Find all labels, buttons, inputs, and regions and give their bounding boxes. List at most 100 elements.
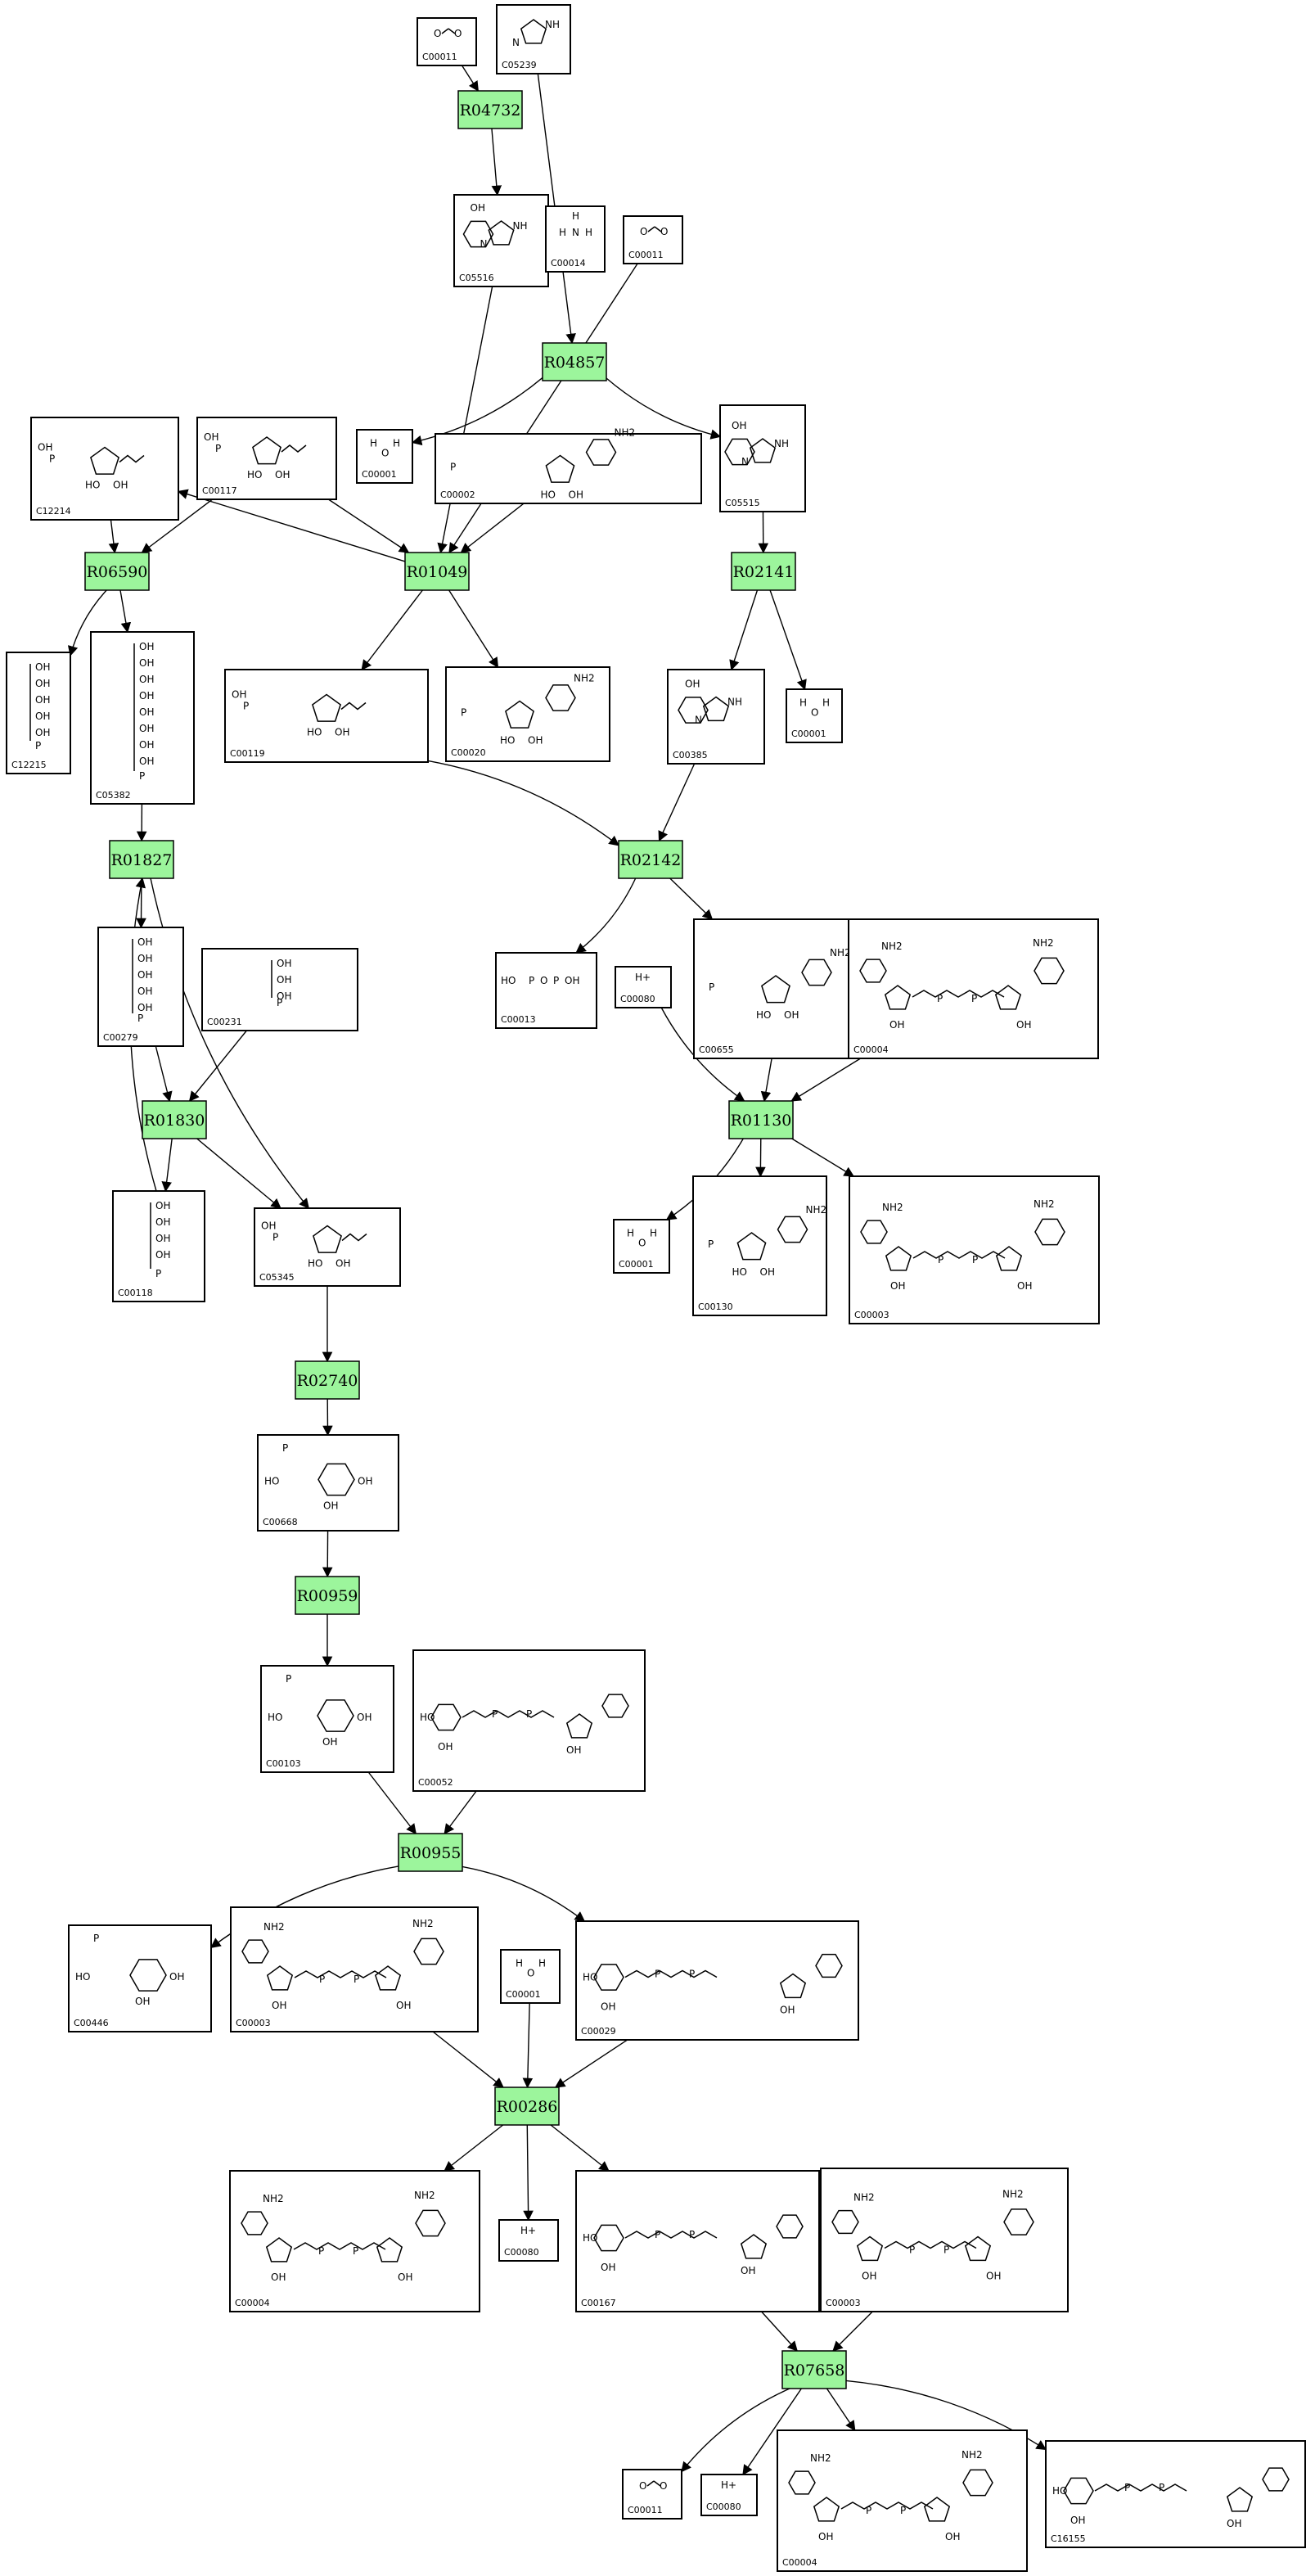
compound-box[interactable] — [412, 1649, 646, 1792]
reaction-box[interactable] — [457, 90, 523, 129]
compound-box[interactable] — [445, 666, 610, 762]
reaction-node[interactable]: R06590 — [84, 552, 150, 591]
compound-box[interactable] — [496, 4, 571, 74]
compound-box[interactable] — [495, 952, 597, 1029]
compound-box[interactable] — [453, 194, 549, 287]
compound-node[interactable]: H+C00080 — [498, 2219, 559, 2262]
compound-box[interactable] — [97, 927, 184, 1047]
reaction-node[interactable]: R02141 — [731, 552, 796, 591]
reaction-box[interactable] — [84, 552, 150, 591]
reaction-box[interactable] — [398, 1833, 463, 1872]
reaction-box[interactable] — [295, 1360, 360, 1400]
compound-box[interactable] — [692, 1175, 827, 1316]
compound-box[interactable] — [848, 918, 1099, 1059]
compound-box[interactable] — [417, 17, 477, 66]
reaction-node[interactable]: R01830 — [142, 1100, 207, 1139]
reaction-node[interactable]: R00286 — [494, 2087, 560, 2126]
reaction-node[interactable]: R02740 — [295, 1360, 360, 1400]
compound-box[interactable] — [545, 205, 606, 273]
reaction-node[interactable]: R00959 — [295, 1576, 360, 1615]
compound-box[interactable] — [613, 1219, 670, 1274]
compound-box[interactable] — [229, 2170, 480, 2312]
compound-box[interactable] — [777, 2429, 1028, 2572]
compound-box[interactable] — [68, 1924, 212, 2032]
compound-box[interactable] — [224, 669, 429, 763]
reaction-box[interactable] — [728, 1100, 794, 1139]
compound-box[interactable] — [622, 2469, 682, 2520]
reaction-box[interactable] — [618, 840, 683, 879]
reaction-box[interactable] — [295, 1576, 360, 1615]
compound-box[interactable] — [575, 1920, 859, 2041]
compound-box[interactable] — [615, 966, 672, 1008]
reaction-box[interactable] — [542, 342, 607, 381]
compound-box[interactable] — [700, 2474, 758, 2516]
reaction-box[interactable] — [109, 840, 174, 879]
compound-box[interactable] — [500, 1949, 561, 2004]
compound-box[interactable] — [230, 1906, 479, 2032]
compound-box[interactable] — [1045, 2440, 1306, 2548]
compound-box[interactable] — [435, 433, 702, 504]
compound-box[interactable] — [254, 1207, 401, 1287]
compound-box[interactable] — [623, 215, 683, 264]
compound-box[interactable] — [6, 652, 71, 774]
compound-box[interactable] — [786, 688, 843, 743]
compound-box[interactable] — [575, 2170, 820, 2312]
reaction-node[interactable]: R02142 — [618, 840, 683, 879]
reaction-node[interactable]: R04857 — [542, 342, 607, 381]
reaction-node[interactable]: R00955 — [398, 1833, 463, 1872]
compound-node[interactable]: H+C00080 — [615, 966, 672, 1008]
compound-box[interactable] — [260, 1665, 394, 1773]
compound-box[interactable] — [201, 948, 358, 1031]
reaction-box[interactable] — [731, 552, 796, 591]
compound-box[interactable] — [90, 631, 195, 805]
compound-node[interactable]: H+C00080 — [700, 2474, 758, 2516]
reaction-node[interactable]: R01827 — [109, 840, 174, 879]
compound-box[interactable] — [112, 1190, 205, 1302]
compound-box[interactable] — [257, 1434, 399, 1532]
reaction-box[interactable] — [404, 552, 470, 591]
reaction-node[interactable]: R01130 — [728, 1100, 794, 1139]
reaction-box[interactable] — [781, 2350, 847, 2389]
compound-box[interactable] — [719, 404, 806, 512]
reaction-node[interactable]: R07658 — [781, 2350, 847, 2389]
reaction-node[interactable]: R01049 — [404, 552, 470, 591]
reaction-box[interactable] — [142, 1100, 207, 1139]
compound-box[interactable] — [820, 2168, 1069, 2312]
compound-box[interactable] — [356, 429, 413, 484]
reaction-box[interactable] — [494, 2087, 560, 2126]
compound-box[interactable] — [196, 417, 337, 500]
